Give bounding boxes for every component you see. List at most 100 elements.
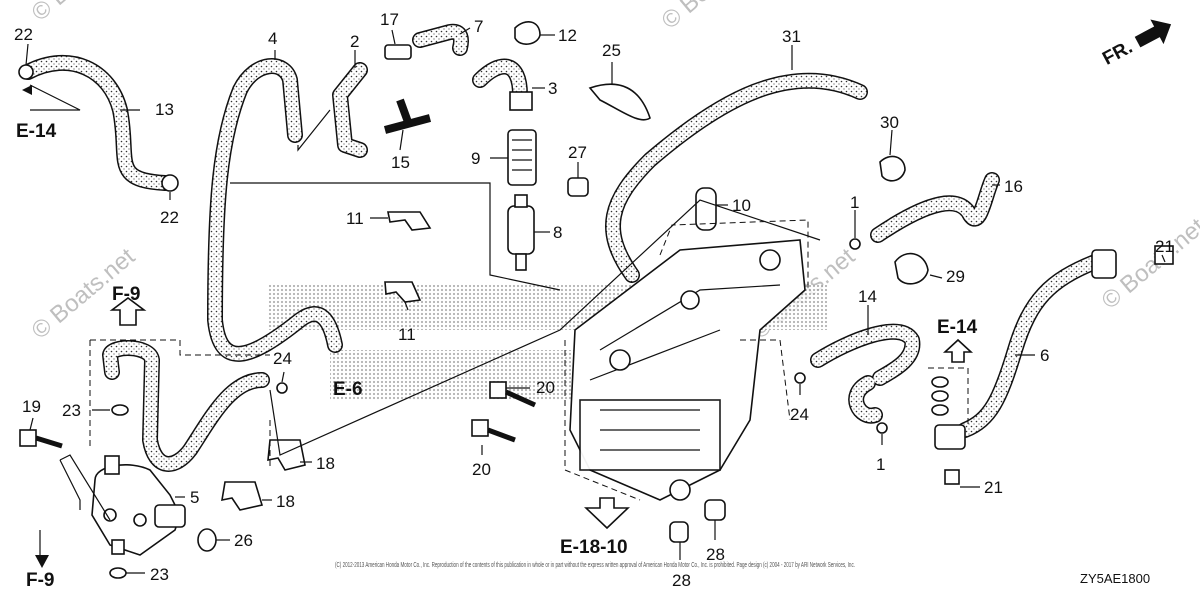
callout-10: 10 <box>732 196 751 215</box>
callout-16: 16 <box>1004 177 1023 196</box>
callout-24: 24 <box>790 405 809 424</box>
ref-e6: E-6 <box>333 379 363 400</box>
callout-18: 18 <box>316 454 335 473</box>
watermark: © Boats.net <box>27 0 141 27</box>
callout-23: 23 <box>150 565 169 584</box>
callout-13: 13 <box>155 100 174 119</box>
up-arrow-icon <box>109 297 147 326</box>
o-ring-23b <box>109 567 127 579</box>
clip-1b <box>876 422 888 434</box>
clamp-22b <box>161 174 179 192</box>
hose-6 <box>957 254 1103 438</box>
callout-4: 4 <box>268 29 277 48</box>
ref-f9: F-9 <box>112 284 141 305</box>
down-arrow-icon <box>584 497 630 530</box>
callout-23: 23 <box>62 401 81 420</box>
callout-12: 12 <box>558 26 577 45</box>
front-direction-marker: FR. <box>1099 19 1172 70</box>
fuel-strainer-9 <box>507 129 537 186</box>
callout-20: 20 <box>536 378 555 397</box>
connector-17 <box>384 44 412 60</box>
clamp-29 <box>894 252 929 285</box>
leader-lines <box>25 27 1166 574</box>
down-arrow-icon <box>35 555 49 568</box>
callout-3: 3 <box>548 79 557 98</box>
assembly-outline-3 <box>740 339 791 421</box>
clip-24b <box>794 372 806 384</box>
plug-28b <box>669 521 689 543</box>
o-ring-26 <box>197 528 217 552</box>
callout-21: 21 <box>984 478 1003 497</box>
ref-e14: E-14 <box>16 121 57 142</box>
plug-28a <box>704 499 726 521</box>
callout-5: 5 <box>190 488 199 507</box>
callout-8: 8 <box>553 223 562 242</box>
callout-28: 28 <box>672 571 691 590</box>
callout-25: 25 <box>602 41 621 60</box>
callout-20: 20 <box>472 460 491 479</box>
callout-18: 18 <box>276 492 295 511</box>
union-fitting-6b <box>934 424 966 450</box>
clip-1a <box>849 238 861 250</box>
callout-1: 1 <box>850 193 859 212</box>
bolt-19 <box>19 429 63 449</box>
pump-outline <box>90 339 270 356</box>
watermark: © Boats.net <box>657 0 771 35</box>
callout-6: 6 <box>1040 346 1049 365</box>
bolt-20b <box>471 419 516 443</box>
callout-17: 17 <box>380 10 399 29</box>
left-arrow-icon <box>22 85 32 95</box>
union-fitting-6a <box>1091 249 1117 279</box>
bolt-20a <box>489 381 537 408</box>
callouts: 22 22 13 4 2 17 7 12 3 25 15 9 8 27 10 3… <box>14 10 1174 590</box>
clip-24a <box>276 382 288 394</box>
ref-e14: E-14 <box>937 317 978 338</box>
components <box>18 21 1174 579</box>
callout-30: 30 <box>880 113 899 132</box>
callout-26: 26 <box>234 531 253 550</box>
o-ring-23a <box>111 404 129 416</box>
ref-e18-10: E-18-10 <box>560 537 628 558</box>
bolt-21b <box>944 469 960 485</box>
callout-29: 29 <box>946 267 965 286</box>
ref-f9: F-9 <box>26 570 55 591</box>
callout-19: 19 <box>22 397 41 416</box>
assembly-outline-2 <box>564 340 641 501</box>
callout-22: 22 <box>160 208 179 227</box>
callout-15: 15 <box>391 153 410 172</box>
t-joint-15 <box>383 98 432 134</box>
callout-27: 27 <box>568 143 587 162</box>
fuel-filter-8 <box>507 194 535 271</box>
callout-9: 9 <box>471 149 480 168</box>
diagram-code: ZY5AE1800 <box>1080 571 1150 586</box>
callout-2: 2 <box>350 32 359 51</box>
callout-11: 11 <box>398 325 416 344</box>
up-arrow-icon <box>942 338 974 363</box>
fitting-3 <box>509 91 533 111</box>
callout-1: 1 <box>876 455 885 474</box>
front-arrow-icon <box>1134 19 1172 48</box>
front-label: FR. <box>1099 37 1136 70</box>
clip-27 <box>567 177 589 197</box>
bracket-25 <box>588 83 651 121</box>
clamp-22a <box>18 64 34 80</box>
clamp-12 <box>514 21 541 45</box>
callout-28: 28 <box>706 545 725 564</box>
assembly-outline <box>659 219 809 290</box>
callout-11: 11 <box>346 209 364 228</box>
section-refs: E-14 F-9 E-6 E-14 E-18-10 F-9 <box>16 121 978 591</box>
clamp-18a <box>267 439 306 471</box>
callout-7: 7 <box>474 17 483 36</box>
callout-24: 24 <box>273 349 292 368</box>
ref-arrows <box>22 85 974 568</box>
clamp-18b <box>221 481 264 511</box>
hose-10 <box>695 187 717 231</box>
fuel-pump-5 <box>91 455 186 556</box>
callout-31: 31 <box>782 27 801 46</box>
copyright-notice: (C) 2012-2013 American Honda Motor Co., … <box>335 562 855 569</box>
callout-21: 21 <box>1155 237 1174 256</box>
washer-outline <box>928 367 969 428</box>
callout-22: 22 <box>14 25 33 44</box>
vapor-separator-assembly <box>569 239 806 501</box>
